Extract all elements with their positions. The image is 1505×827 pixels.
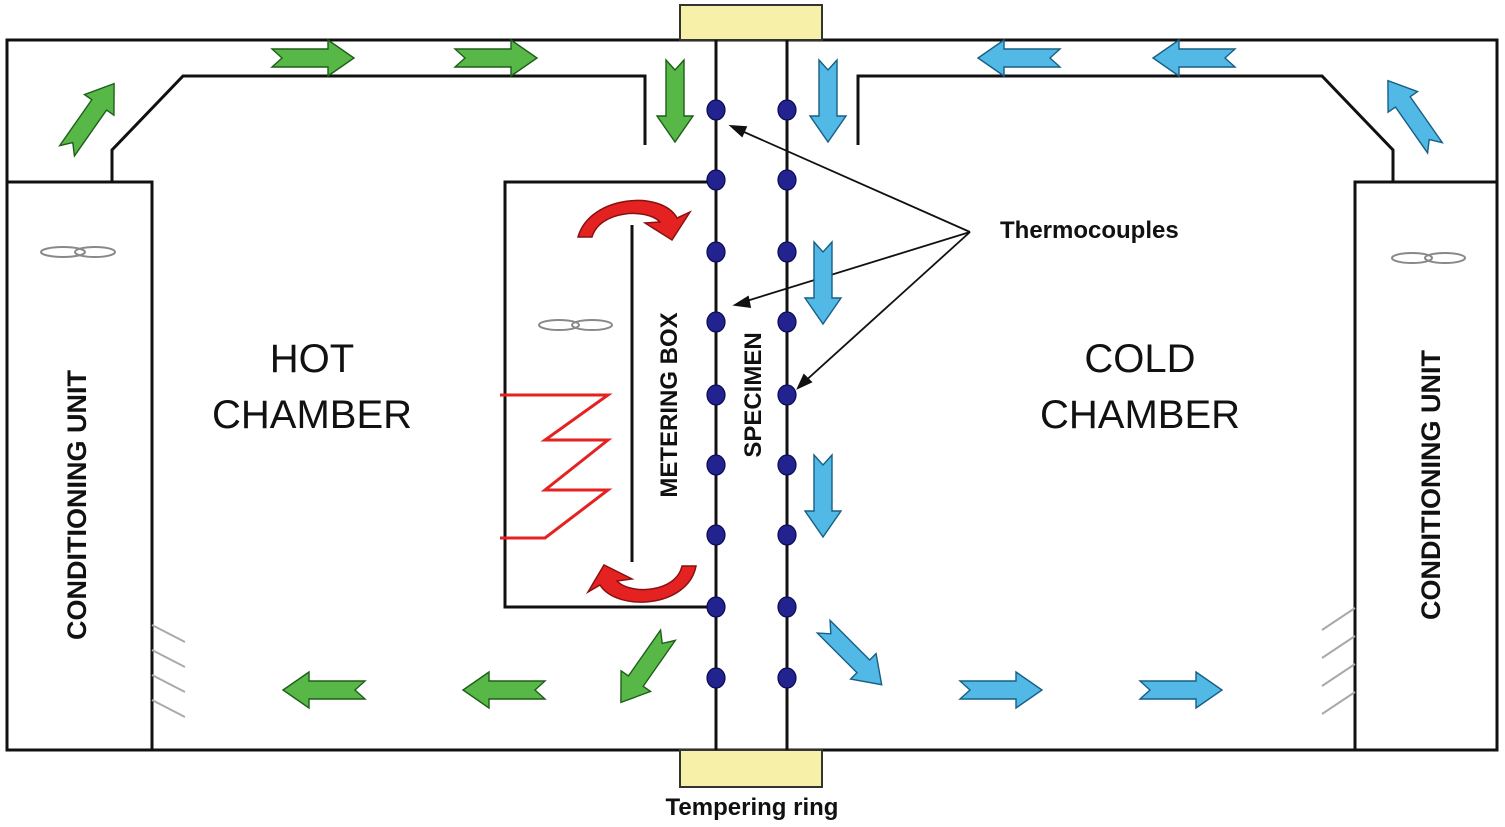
- conditioning-unit-left-label: CONDITIONING UNIT: [62, 370, 92, 640]
- thermocouples-cold-side: [777, 99, 797, 689]
- tempering-ring-label: Tempering ring: [666, 794, 839, 821]
- vane-marks-right: [1321, 607, 1356, 715]
- hot-chamber-label-line1: HOT: [270, 337, 354, 381]
- hot-duct-wall: [110, 74, 647, 182]
- hot-chamber-label-line2: CHAMBER: [212, 393, 412, 437]
- circulation-arrow-top: [577, 199, 693, 242]
- outer-enclosure: [5, 38, 1499, 752]
- conditioning-unit-right-label: CONDITIONING UNIT: [1416, 350, 1446, 620]
- fan-icon: [40, 246, 116, 258]
- tempering-ring-top: [679, 4, 823, 41]
- thermocouples-label: Thermocouples: [1000, 217, 1179, 244]
- fan-icon: [1391, 252, 1466, 264]
- thermocouple-leaders: [728, 124, 971, 390]
- cold-chamber-label-line2: CHAMBER: [1040, 393, 1240, 437]
- metering-box-label: METERING BOX: [656, 312, 683, 497]
- heater-element: [500, 393, 613, 540]
- cold-chamber-label-line1: COLD: [1084, 337, 1195, 381]
- thermocouples-hot-side: [706, 99, 726, 689]
- fan-icon: [538, 319, 613, 331]
- conditioning-unit-left: [5, 180, 154, 752]
- vane-marks-left: [151, 624, 186, 718]
- tempering-ring-bottom: [679, 749, 823, 788]
- specimen-label: SPECIMEN: [740, 332, 767, 457]
- circulation-arrow-bottom: [585, 564, 697, 603]
- conditioning-unit-right: [1353, 180, 1499, 752]
- cold-duct-wall: [856, 74, 1395, 182]
